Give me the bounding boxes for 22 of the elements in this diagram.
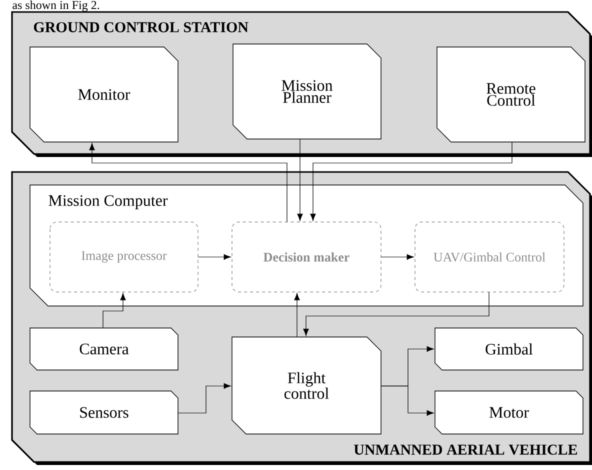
arrow bbox=[297, 138, 303, 221]
arrow bbox=[380, 386, 434, 416]
block-box: Sensors bbox=[30, 390, 178, 434]
module-box: Image processor bbox=[50, 222, 198, 292]
caption-text: as shown in Fig 2. bbox=[12, 0, 100, 12]
block-box: Gimbal bbox=[434, 328, 584, 370]
arrow bbox=[303, 292, 490, 336]
arrow bbox=[102, 293, 126, 328]
arrow bbox=[198, 254, 231, 260]
module-box: Decision maker bbox=[232, 222, 382, 292]
arrow bbox=[294, 293, 300, 338]
block-box: Mission Planner bbox=[232, 44, 382, 140]
arrow bbox=[380, 254, 414, 260]
block-box: Remote Control bbox=[436, 46, 586, 142]
block-box: Camera bbox=[30, 328, 178, 370]
arrow bbox=[178, 383, 231, 414]
module-box: UAV/Gimbal Control bbox=[414, 222, 564, 292]
block-box: Flight control bbox=[232, 336, 382, 434]
arrow bbox=[310, 142, 512, 221]
block-box: Monitor bbox=[30, 46, 178, 142]
arrow bbox=[89, 143, 288, 222]
block-box: Motor bbox=[434, 390, 584, 434]
